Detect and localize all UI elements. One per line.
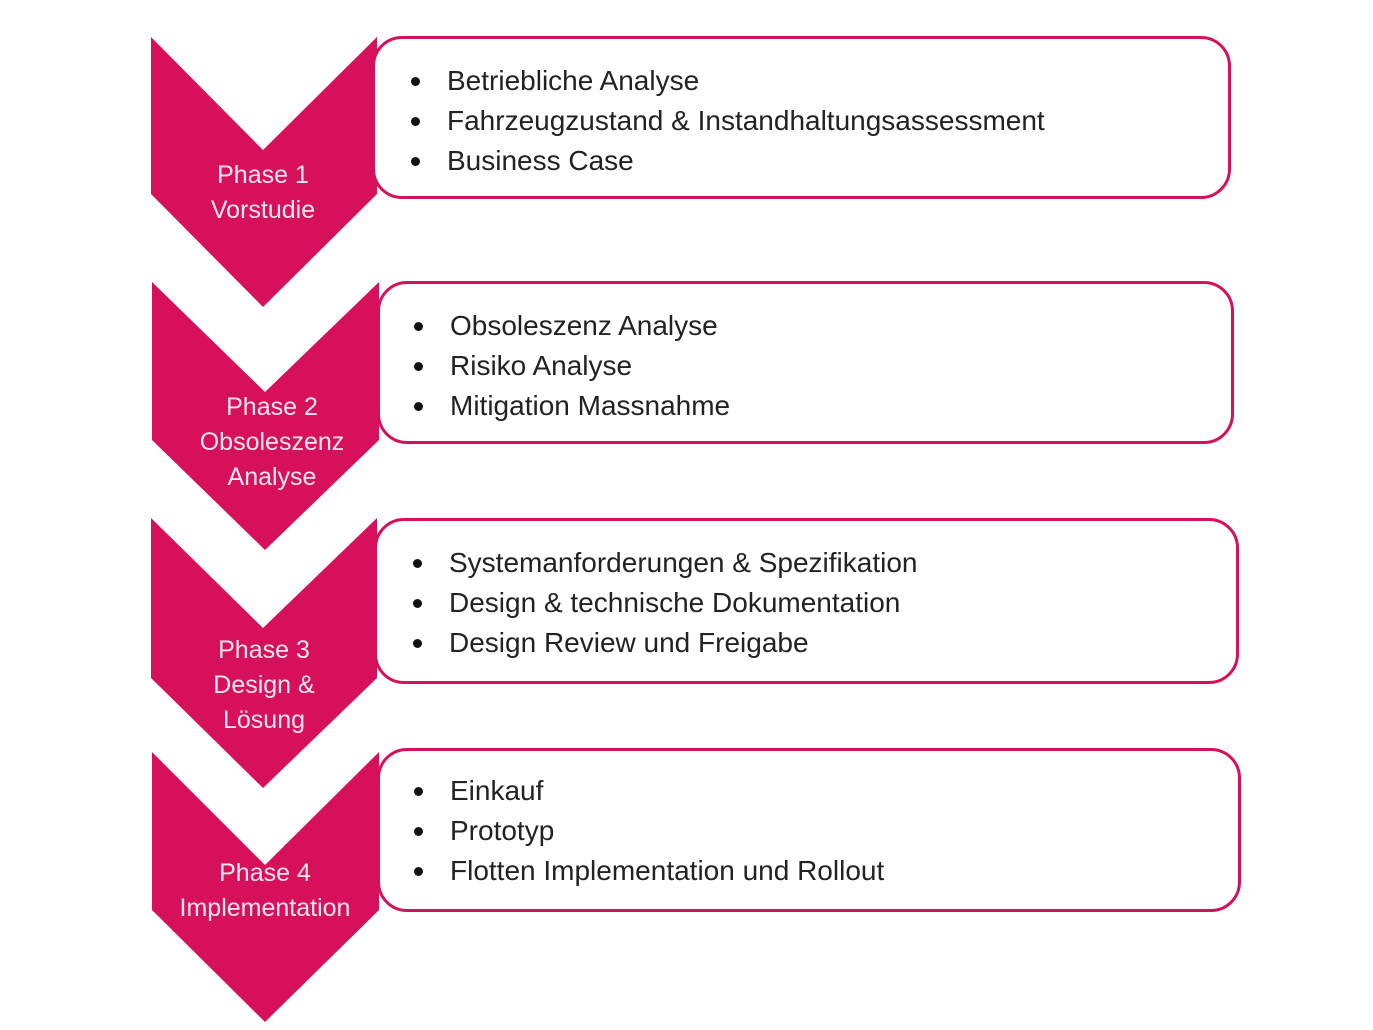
phase-4-label: Phase 4 Implementation <box>145 856 385 926</box>
phase-1-chevron <box>151 37 377 307</box>
list-item: Prototyp <box>412 811 884 851</box>
list-item: Mitigation Massnahme <box>412 386 730 426</box>
list-item: Fahrzeugzustand & Instandhaltungsassessm… <box>409 101 1045 141</box>
list-item: Betriebliche Analyse <box>409 61 1045 101</box>
phase-subtitle: Implementation <box>179 894 351 922</box>
phase-4-box: Einkauf Prototyp Flotten Implementation … <box>377 748 1241 912</box>
phase-title: Phase 2 <box>226 393 318 421</box>
phase-title: Phase 1 <box>217 161 309 189</box>
phase-1-label: Phase 1 Vorstudie <box>143 158 383 228</box>
list-item: Einkauf <box>412 771 884 811</box>
phase-subtitle: Vorstudie <box>210 196 316 224</box>
phase-subtitle: Obsoleszenz <box>199 428 345 456</box>
phase-subtitle: Lösung <box>222 706 306 734</box>
list-item: Systemanforderungen & Spezifikation <box>411 543 918 583</box>
phase-title: Phase 3 <box>218 636 310 664</box>
list-item: Risiko Analyse <box>412 346 730 386</box>
phase-2-chevron <box>152 282 379 550</box>
phase-3-label: Phase 3 Design & Lösung <box>144 633 384 738</box>
list-item: Design & technische Dokumentation <box>411 583 918 623</box>
phase-2-label: Phase 2 Obsoleszenz Analyse <box>152 390 392 495</box>
phase-3-chevron <box>151 518 377 788</box>
list-item: Obsoleszenz Analyse <box>412 306 730 346</box>
list-item: Flotten Implementation und Rollout <box>412 851 884 891</box>
phase-1-box: Betriebliche Analyse Fahrzeugzustand & I… <box>372 36 1231 199</box>
phase-4-chevron <box>152 752 379 1022</box>
phase-2-box: Obsoleszenz Analyse Risiko Analyse Mitig… <box>377 281 1234 444</box>
phase-title: Phase 4 <box>219 859 311 887</box>
list-item: Design Review und Freigabe <box>411 623 918 663</box>
phase-subtitle: Analyse <box>227 463 317 491</box>
list-item: Business Case <box>409 141 1045 181</box>
phase-3-box: Systemanforderungen & Spezifikation Desi… <box>374 518 1239 684</box>
phase-subtitle: Design & <box>213 671 315 699</box>
